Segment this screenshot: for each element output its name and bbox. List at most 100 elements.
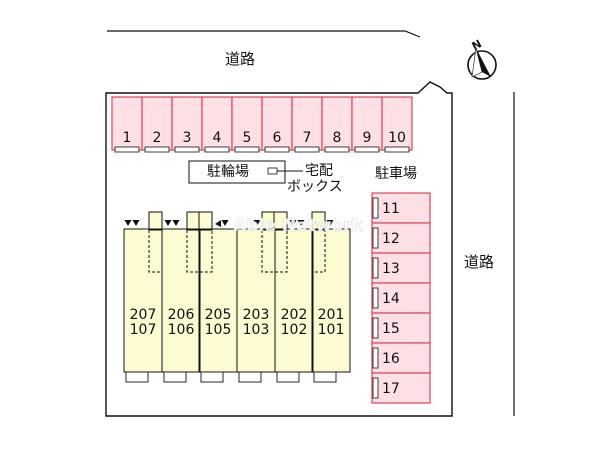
- parking-space: 15: [371, 312, 431, 344]
- entrance-arrow-icon: [253, 220, 261, 226]
- parking-space-number: 7: [303, 130, 312, 146]
- parking-space-number: 12: [382, 231, 400, 247]
- stair-tower: [261, 211, 288, 273]
- parking-space-outline: [371, 372, 431, 404]
- parking-space-outline: [371, 342, 431, 374]
- wheel-stop: [372, 377, 379, 399]
- wheel-stop: [204, 146, 230, 153]
- parking-space: 9: [351, 96, 383, 153]
- wheel-stop: [174, 146, 200, 153]
- unit-entrance: [313, 371, 337, 383]
- unit-number-lower: 105: [205, 322, 232, 338]
- wheel-stop: [372, 257, 379, 279]
- parking-column-right: 11 12 13 14 15 16 17: [371, 192, 431, 404]
- wheel-stop: [354, 146, 380, 153]
- parking-space-number: 5: [243, 130, 252, 146]
- parking-space-number: 16: [382, 351, 400, 367]
- unit-number-upper: 207: [130, 307, 157, 323]
- parking-space: 7: [291, 96, 323, 153]
- wheel-stop: [372, 317, 379, 339]
- parking-space-outline: [291, 96, 323, 151]
- stair-tower-dashed: [261, 230, 288, 273]
- unit-number-upper: 202: [281, 307, 308, 323]
- parking-space: 8: [321, 96, 353, 153]
- unit-number-lower: 103: [243, 322, 270, 338]
- unit-entrance: [276, 371, 300, 383]
- parking-space: 17: [371, 372, 431, 404]
- entrance-arrow-icon: [124, 220, 132, 226]
- entrance-arrow-icon: [297, 220, 305, 226]
- wheel-stop: [372, 287, 379, 309]
- unit-number-upper: 201: [318, 307, 345, 323]
- parking-space: 16: [371, 342, 431, 374]
- delivery-box-label-line2: ボックス: [287, 179, 343, 195]
- parking-space-outline: [141, 96, 173, 151]
- unit-number-lower: 102: [281, 322, 308, 338]
- stair-tower-top: [311, 211, 326, 231]
- unit-entrance: [163, 371, 187, 383]
- top-road-edge: [107, 30, 421, 38]
- wheel-stop: [324, 146, 350, 153]
- wheel-stop: [294, 146, 320, 153]
- top-road-label: 道路: [225, 50, 256, 68]
- compass-icon: N: [467, 37, 497, 80]
- parking-space-outline: [371, 192, 431, 224]
- parking-space-number: 4: [213, 130, 222, 146]
- wheel-stop: [372, 347, 379, 369]
- entrance-arrow-icon: [172, 220, 180, 226]
- parking-space-outline: [371, 282, 431, 314]
- parking-space: 10: [381, 96, 413, 153]
- wheel-stop: [372, 227, 379, 249]
- parking-space-number: 14: [382, 291, 400, 307]
- parking-space-number: 11: [382, 201, 400, 217]
- wheel-stop: [384, 146, 410, 153]
- wheel-stop: [114, 146, 140, 153]
- parking-space-number: 17: [382, 381, 400, 397]
- parking-space-number: 3: [183, 130, 192, 146]
- unit-entrance: [125, 371, 149, 383]
- delivery-box-icon: [267, 167, 278, 175]
- right-road-label: 道路: [464, 253, 495, 271]
- parking-space-number: 13: [382, 261, 400, 277]
- unit-number-upper: 205: [205, 307, 232, 323]
- unit-number-lower: 106: [168, 322, 195, 338]
- parking-space-outline: [321, 96, 353, 151]
- parking-space-number: 15: [382, 321, 400, 337]
- entrance-arrow-icon: [221, 220, 229, 226]
- car-parking-label: 駐車場: [375, 166, 417, 182]
- wheel-stop: [144, 146, 170, 153]
- parking-space-number: 1: [123, 130, 132, 146]
- parking-space-outline: [111, 96, 143, 151]
- parking-space: 6: [261, 96, 293, 153]
- entrance-arrow-icon: [326, 220, 334, 226]
- parking-space-outline: [371, 252, 431, 284]
- parking-space: 3: [171, 96, 203, 153]
- parking-space-number: 2: [153, 130, 162, 146]
- wheel-stop: [372, 197, 379, 219]
- entrance-arrow-icon: [164, 220, 172, 226]
- wheel-stop: [264, 146, 290, 153]
- entrance-arrow-icon: [289, 220, 297, 226]
- delivery-box-label-line1: 宅配: [305, 163, 333, 179]
- watermark: Able Network: [233, 216, 363, 236]
- unit-number-upper: 206: [168, 307, 195, 323]
- parking-space: 12: [371, 222, 431, 254]
- parking-space: 11: [371, 192, 431, 224]
- stair-tower-top: [148, 211, 163, 231]
- parking-space: 13: [371, 252, 431, 284]
- parking-space: 1: [111, 96, 143, 153]
- parking-space-number: 8: [333, 130, 342, 146]
- parking-space: 5: [231, 96, 263, 153]
- bicycle-parking-label: 駐輪場: [207, 164, 249, 180]
- parking-space-number: 9: [363, 130, 372, 146]
- parking-space-number: 10: [388, 130, 406, 146]
- entrance-arrow-icon: [132, 220, 140, 226]
